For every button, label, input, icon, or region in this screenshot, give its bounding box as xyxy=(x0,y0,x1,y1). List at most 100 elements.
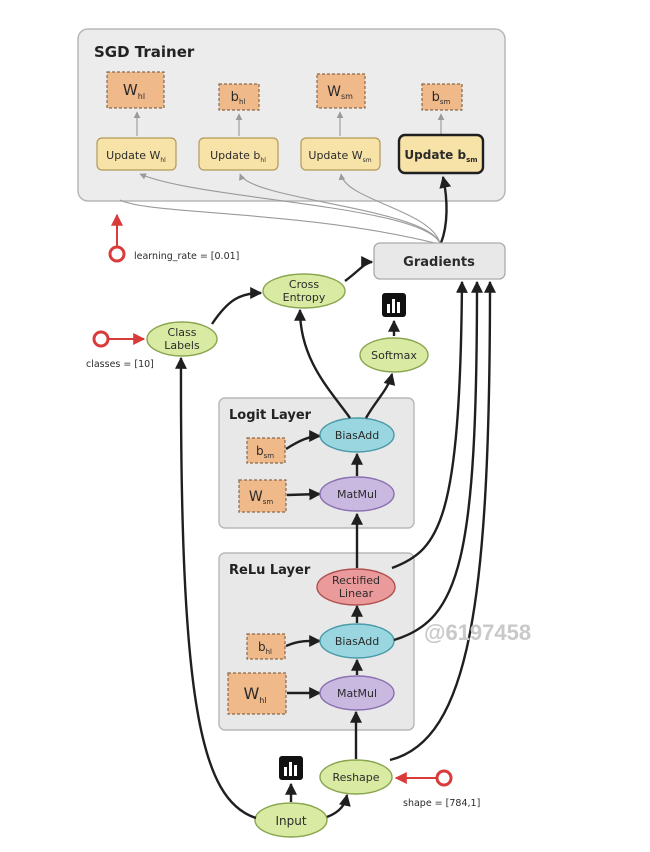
param-sub: hl xyxy=(259,696,266,705)
learning-rate-label: learning_rate = [0.01] xyxy=(134,251,239,262)
edge-bhl-to-biasadd xyxy=(285,634,322,648)
logit-matmul-node[interactable]: MatMul xyxy=(319,476,395,512)
relu-layer-group[interactable]: ReLu Layer bhl Whl Rectified Linear Bias… xyxy=(218,552,415,731)
classes-label: classes = [10] xyxy=(86,359,154,370)
edge-gradients-to-update xyxy=(338,173,441,244)
shape-constant[interactable]: shape = [784,1] xyxy=(394,769,480,809)
edge-gradients-to-update xyxy=(119,199,436,244)
logit-weight-param[interactable]: Wsm xyxy=(238,479,287,513)
svg-text:bsm: bsm xyxy=(432,90,451,106)
update-label: Update b xyxy=(210,149,260,162)
param-sub: sm xyxy=(263,498,274,506)
class-labels-node[interactable]: Class Labels xyxy=(146,321,218,357)
param-base: b xyxy=(256,444,264,458)
matmul-label: MatMul xyxy=(337,687,377,700)
edge-input-to-reshape xyxy=(326,793,351,819)
param-sub: hl xyxy=(138,92,145,101)
update-node-b-sm[interactable]: Update bsm xyxy=(397,133,485,175)
svg-text:bhl: bhl xyxy=(258,640,272,656)
edge-input-to-class-labels xyxy=(174,356,257,820)
logit-layer-group[interactable]: Logit Layer bsm Wsm BiasAdd MatMul xyxy=(218,397,415,529)
watermark: @6197458 xyxy=(424,620,531,645)
constant-icon xyxy=(435,769,453,787)
gradients-node[interactable]: Gradients xyxy=(373,242,506,280)
svg-text:bhl: bhl xyxy=(231,90,246,106)
svg-text:Update bhl: Update bhl xyxy=(210,149,266,164)
param-base: W xyxy=(327,84,341,100)
rectified-linear-node[interactable]: Rectified Linear xyxy=(316,568,396,606)
update-node-b-hl[interactable]: Update bhl xyxy=(198,137,279,171)
edge-rectified-to-gradients xyxy=(391,280,468,570)
edge-reshape-to-gradients xyxy=(389,280,496,762)
update-sub: sm xyxy=(363,157,372,164)
param-sub: hl xyxy=(266,648,272,656)
edge-biasadd-to-softmax xyxy=(364,372,396,419)
update-sub: sm xyxy=(466,156,477,164)
param-base: W xyxy=(243,684,259,703)
rectified-line1: Rectified xyxy=(332,574,380,587)
constant-icon xyxy=(92,330,110,348)
param-base: b xyxy=(258,640,266,654)
param-node-b-hl[interactable]: bhl xyxy=(218,83,260,111)
softmax-label: Softmax xyxy=(371,349,417,362)
edge-gradients-to-update-bsm xyxy=(439,175,452,244)
logit-bias-param[interactable]: bsm xyxy=(246,437,286,464)
class-labels-line2: Labels xyxy=(164,339,200,352)
edge-wsm-to-matmul xyxy=(286,488,322,501)
param-sub: hl xyxy=(239,98,245,106)
edge-relu-biasadd-to-gradients xyxy=(393,280,483,642)
svg-text:Update Whl: Update Whl xyxy=(106,149,166,164)
update-label: Update b xyxy=(404,148,466,162)
param-sub: sm xyxy=(341,92,353,101)
sgd-trainer-group[interactable]: SGD Trainer Whl bhl Wsm bsm Update Whl xyxy=(77,28,506,202)
constant-icon xyxy=(108,245,126,263)
relu-bias-param[interactable]: bhl xyxy=(246,633,286,660)
cross-entropy-node[interactable]: Cross Entropy xyxy=(262,273,346,309)
gradients-label: Gradients xyxy=(403,255,475,270)
param-node-w-hl[interactable]: Whl xyxy=(106,71,165,109)
update-node-w-sm[interactable]: Update Wsm xyxy=(300,137,381,171)
update-node-w-hl[interactable]: Update Whl xyxy=(96,137,177,171)
input-label: Input xyxy=(275,814,306,828)
relu-layer-title: ReLu Layer xyxy=(229,563,311,578)
learning-rate-constant[interactable]: learning_rate = [0.01] xyxy=(108,213,239,263)
param-base: b xyxy=(231,90,239,105)
relu-biasadd-node[interactable]: BiasAdd xyxy=(319,623,395,659)
param-node-b-sm[interactable]: bsm xyxy=(421,83,463,111)
svg-text:Update Wsm: Update Wsm xyxy=(308,149,371,164)
param-node-w-sm[interactable]: Wsm xyxy=(316,73,366,109)
edge-cross-entropy-to-gradients xyxy=(344,256,374,282)
edge-bsm-to-biasadd xyxy=(285,430,322,451)
relu-matmul-node[interactable]: MatMul xyxy=(319,675,395,711)
svg-text:Whl: Whl xyxy=(123,81,145,101)
cross-entropy-line2: Entropy xyxy=(283,291,326,304)
summary-chart-icon[interactable] xyxy=(279,756,303,780)
biasadd-label: BiasAdd xyxy=(335,635,379,648)
param-sub: sm xyxy=(264,452,275,460)
reshape-node[interactable]: Reshape xyxy=(319,759,393,795)
logit-biasadd-node[interactable]: BiasAdd xyxy=(319,417,395,453)
sgd-trainer-title: SGD Trainer xyxy=(94,43,195,61)
edge-class-labels-to-cross-entropy xyxy=(211,287,263,325)
rectified-line2: Linear xyxy=(339,587,374,600)
update-sub: hl xyxy=(260,157,266,164)
class-labels-line1: Class xyxy=(168,326,197,339)
param-base: b xyxy=(432,90,440,105)
classes-constant[interactable]: classes = [10] xyxy=(86,330,154,370)
summary-chart-icon[interactable] xyxy=(382,293,406,317)
param-base: W xyxy=(123,81,138,99)
update-label: Update W xyxy=(106,149,160,162)
cross-entropy-line1: Cross xyxy=(289,278,319,291)
svg-text:Wsm: Wsm xyxy=(327,84,353,101)
biasadd-label: BiasAdd xyxy=(335,429,379,442)
matmul-label: MatMul xyxy=(337,488,377,501)
edge-gradients-to-update xyxy=(139,173,441,244)
relu-weight-param[interactable]: Whl xyxy=(227,672,287,715)
input-node[interactable]: Input xyxy=(254,802,328,838)
edge-gradients-to-update xyxy=(239,173,441,244)
param-sub: sm xyxy=(440,98,451,106)
svg-text:Wsm: Wsm xyxy=(249,489,273,506)
param-base: W xyxy=(249,489,263,505)
softmax-node[interactable]: Softmax xyxy=(359,337,429,373)
